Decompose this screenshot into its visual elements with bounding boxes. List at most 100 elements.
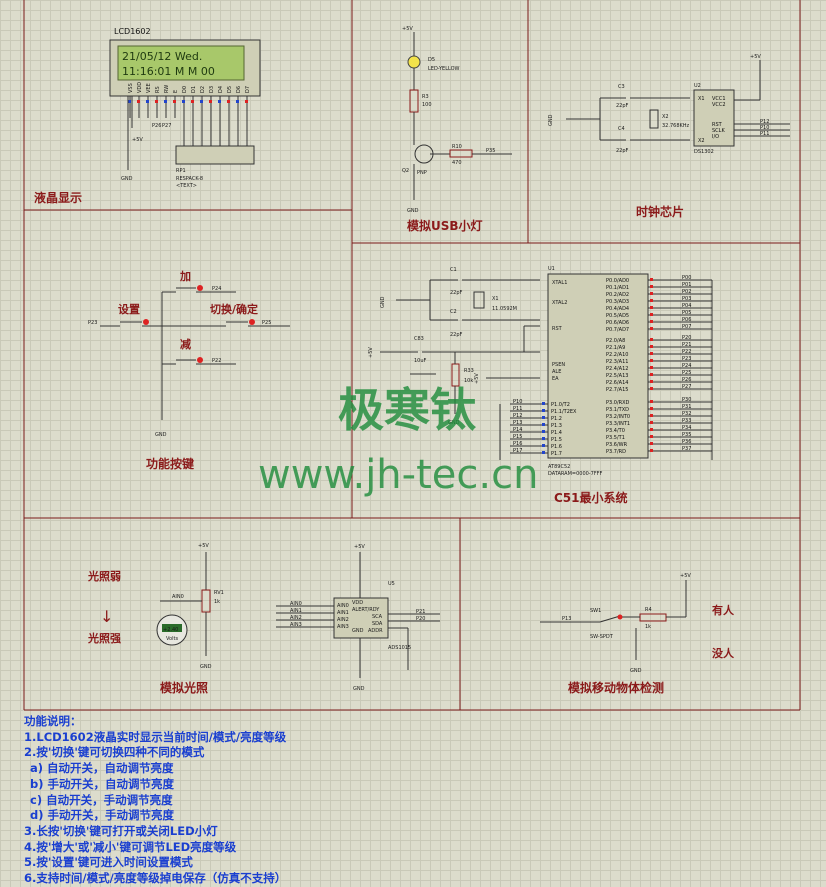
ds1302-pin-label: VCC1 bbox=[712, 96, 726, 102]
x1-label: X1 bbox=[492, 296, 499, 302]
voltmeter-reading: +2.40 bbox=[163, 627, 178, 633]
mcu-p1-pin-label: P1.0/T2 bbox=[551, 402, 570, 408]
lcd-screen bbox=[117, 45, 245, 81]
ds1302-pin-label: X2 bbox=[698, 138, 705, 144]
notes-line: 3.长按'切换'键可打开或关闭LED小灯 bbox=[24, 823, 218, 838]
u5-pin-sda: SDA bbox=[372, 621, 383, 627]
mcu-p2-pin-label: P2.6/A14 bbox=[606, 380, 628, 386]
lcd-pin-label: VSS bbox=[128, 83, 134, 93]
lcd-pin-label: D0 bbox=[182, 86, 188, 93]
svg-text:GND: GND bbox=[630, 668, 642, 674]
mcu-p2-pin-label: P2.1/A9 bbox=[606, 345, 625, 351]
crystal-x2 bbox=[649, 109, 659, 129]
lcd-section: LCD1602 21/05/12 Wed. 11:16:01 M M 00 VS… bbox=[34, 27, 261, 205]
resistor-r10 bbox=[449, 149, 473, 158]
svg-text:+5V: +5V bbox=[368, 347, 374, 358]
c2-value: 22pF bbox=[450, 332, 463, 338]
mcu-p1-pin-label: P1.3 bbox=[551, 423, 562, 429]
u5-net-ain0: AIN0 bbox=[290, 601, 302, 607]
mcu-xtal2: XTAL2 bbox=[552, 300, 567, 306]
mcu-p0-net-label: P04 bbox=[682, 303, 691, 309]
ads1015-body bbox=[333, 597, 389, 639]
u2-label: U2 bbox=[694, 83, 701, 89]
u5-net-p20: P20 bbox=[416, 616, 425, 622]
mcu-p1-net-label: P12 bbox=[513, 413, 522, 419]
mcu-p2-pin-label: P2.5/A13 bbox=[606, 373, 628, 379]
key-net-p24: P24 bbox=[212, 286, 221, 292]
c83-label: C83 bbox=[414, 336, 424, 342]
mcu-p3-net-label: P34 bbox=[682, 425, 691, 431]
light-ain0: AIN0 bbox=[172, 594, 184, 600]
r33-value: 10k bbox=[464, 378, 473, 384]
ds1302-pin-label: SCLK bbox=[712, 128, 725, 134]
ds1302-pin-label: I/O bbox=[712, 134, 719, 140]
section-title-clock: 时钟芯片 bbox=[636, 204, 684, 219]
svg-text:+5V: +5V bbox=[474, 373, 480, 384]
r4-value: 1k bbox=[645, 624, 651, 630]
mcu-p3-net-label: P37 bbox=[682, 446, 691, 452]
notes-line: 功能说明： bbox=[24, 714, 82, 728]
mcu-p0-net-label: P05 bbox=[682, 310, 691, 316]
mcu-p1-net-label: P16 bbox=[513, 441, 522, 447]
ds1302-type: DS1302 bbox=[694, 149, 714, 155]
mcu-ea: EA bbox=[552, 376, 559, 382]
svg-text:+5V: +5V bbox=[680, 573, 691, 579]
lcd-net-p27: P27 bbox=[162, 123, 171, 129]
notes-line: 2.按'切换'键可切换四种不同的模式 bbox=[24, 745, 205, 760]
mcu-section: C1 22pF C2 22pF GND X1 11.0592M C83 10uF… bbox=[368, 266, 713, 505]
mcu-p3-pin-label: P3.5/T1 bbox=[606, 435, 625, 441]
svg-text:GND: GND bbox=[200, 664, 212, 670]
resistor-r4 bbox=[639, 613, 667, 622]
mcu-p2-net-label: P24 bbox=[682, 363, 691, 369]
resistor-r3 bbox=[409, 89, 419, 113]
mcu-p3-pin-label: P3.2/INT0 bbox=[606, 414, 630, 420]
ds1302-net-label: P10 bbox=[760, 125, 769, 131]
svg-text:GND: GND bbox=[380, 296, 386, 308]
ds1302-pin-label: X1 bbox=[698, 96, 705, 102]
motion-section: SW1 SW-SPDT P13 R4 1k +5V GND 有人 没人 模拟移动… bbox=[540, 573, 735, 695]
key-sub-label: 减 bbox=[180, 337, 191, 351]
led-d5-type: LED-YELLOW bbox=[428, 66, 460, 72]
mcu-p1-net-label: P11 bbox=[513, 406, 522, 412]
mcu-psen: PSEN bbox=[552, 362, 565, 368]
ds1302-pin-label: VCC2 bbox=[712, 102, 726, 108]
mcu-p1-net-label: P10 bbox=[513, 399, 522, 405]
led-d5-label: D5 bbox=[428, 57, 435, 63]
respack-label: RP1 bbox=[176, 168, 186, 174]
mcu-p0-pin-label: P0.7/AD7 bbox=[606, 327, 629, 333]
q2-label: Q2 bbox=[402, 168, 409, 174]
r3-value: 100 bbox=[422, 102, 432, 108]
notes-line: 5.按'设置'键可进入时间设置模式 bbox=[24, 855, 193, 870]
mcu-p2-net-label: P21 bbox=[682, 342, 691, 348]
lcd-pin-label: RS bbox=[155, 86, 161, 93]
mcu-chip-data: DATARAM=0000-7FFF bbox=[548, 471, 603, 477]
mcu-p2-net-label: P20 bbox=[682, 335, 691, 341]
svg-text:GND: GND bbox=[155, 432, 167, 438]
rv1-label: RV1 bbox=[214, 590, 224, 596]
crystal-x1 bbox=[473, 291, 485, 309]
lcd-pin-label: VEE bbox=[146, 83, 152, 93]
notes-line: 6.支持时间/模式/亮度等级掉电保存（仿真不支持） bbox=[24, 871, 287, 886]
mcu-p2-pin-label: P2.0/A8 bbox=[606, 338, 625, 344]
respack-text-tag: <TEXT> bbox=[176, 183, 197, 189]
c1-value: 22pF bbox=[450, 290, 463, 296]
key-add-label: 加 bbox=[179, 269, 191, 283]
clock-section: C3 22pF C4 22pF GND X2 32.768KHz U2 DS13… bbox=[548, 54, 790, 219]
mcu-p0-pin-label: P0.3/AD3 bbox=[606, 299, 629, 305]
light-weak-label: 光照弱 bbox=[87, 569, 121, 583]
lcd-title: LCD1602 bbox=[114, 27, 151, 36]
key-switch-label: 切换/确定 bbox=[210, 302, 258, 316]
notes-line: a) 自动开关，自动调节亮度 bbox=[30, 761, 174, 776]
mcu-p0-net-label: P07 bbox=[682, 324, 691, 330]
svg-text:GND: GND bbox=[353, 686, 365, 692]
section-title-keys: 功能按键 bbox=[146, 456, 194, 471]
ds1302-body bbox=[693, 89, 735, 147]
r10-label: R10 bbox=[452, 144, 462, 150]
section-title-lcd: 液晶显示 bbox=[34, 190, 82, 205]
mcu-p1-pin-label: P1.1/T2EX bbox=[551, 409, 577, 415]
section-title-usb: 模拟USB小灯 bbox=[407, 218, 483, 233]
lcd-line-1: 21/05/12 Wed. bbox=[122, 50, 202, 63]
r4-label: R4 bbox=[645, 607, 652, 613]
